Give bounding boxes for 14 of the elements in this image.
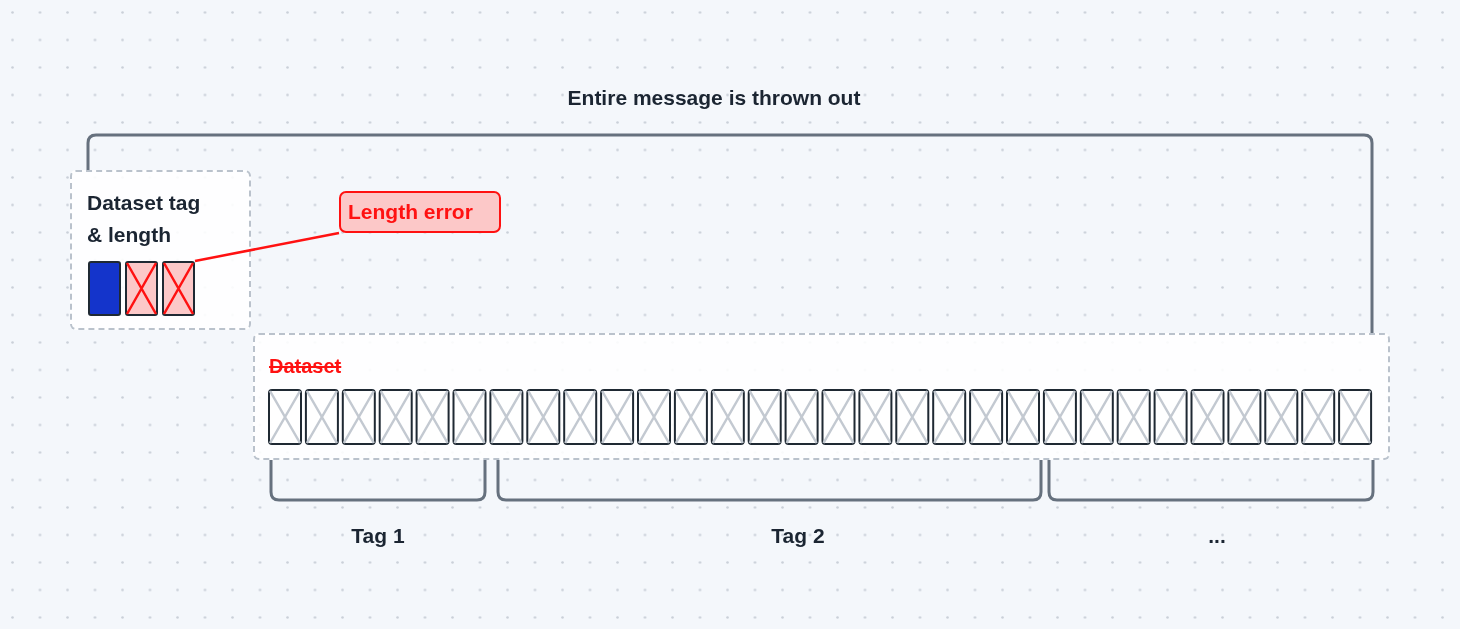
- crossed-cell: [125, 261, 158, 316]
- tag-label: Tag 1: [351, 523, 405, 549]
- bracket-label: Entire message is thrown out: [567, 85, 861, 111]
- tag-label: ...: [1208, 523, 1226, 549]
- crossed-cell: [162, 261, 195, 316]
- tag-label: Tag 2: [771, 523, 825, 549]
- panel-heading: Dataset tag & length: [87, 190, 202, 248]
- error-badge: [339, 191, 501, 233]
- error-label: Length error: [348, 199, 473, 225]
- leader-line: [194, 231, 340, 263]
- struck-heading: Dataset: [269, 354, 342, 379]
- dashed-panel: [70, 170, 251, 330]
- filled-cell: [88, 261, 121, 316]
- dashed-panel: [253, 333, 1390, 460]
